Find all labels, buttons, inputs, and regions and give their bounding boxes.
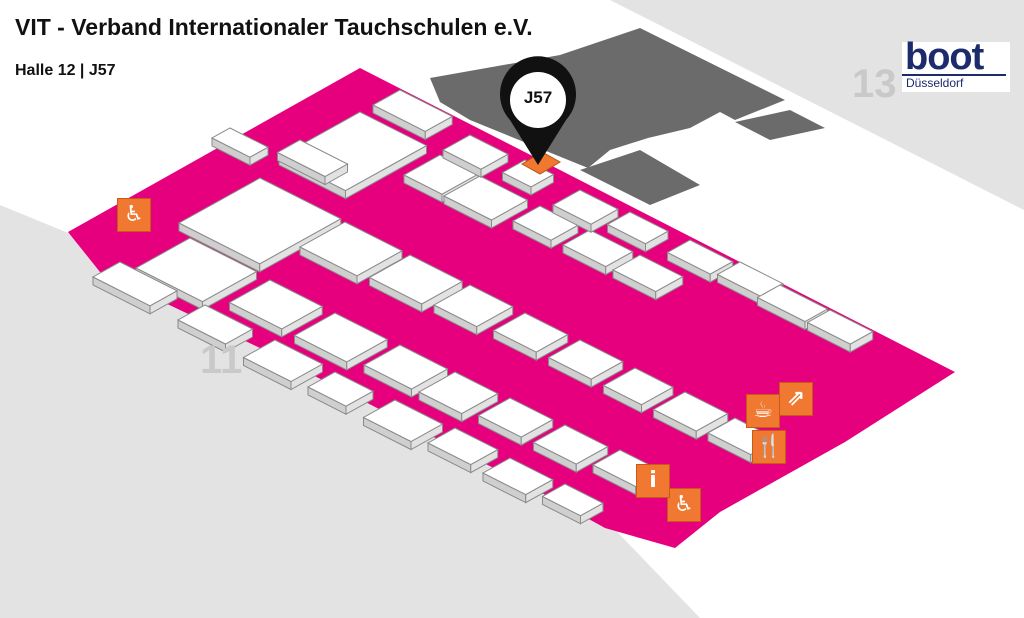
booth[interactable] [91,261,179,307]
booth[interactable] [492,312,569,353]
booth-marker[interactable]: J57 [499,64,577,168]
booth[interactable] [242,339,324,383]
booth[interactable] [426,427,499,466]
booth[interactable] [177,177,342,265]
logo-wordmark: boot [905,36,984,78]
wheelchair-icon[interactable]: ♿ [117,198,151,232]
booth[interactable] [477,397,554,438]
booths [91,89,874,525]
hall-13-label: 13 [852,62,897,106]
booth[interactable] [362,399,444,443]
booth[interactable] [652,391,729,432]
booth[interactable] [176,304,254,345]
info-icon[interactable]: i [636,464,670,498]
escalator-icon[interactable]: ⇗ [779,382,813,416]
booth[interactable] [228,279,324,330]
wheelchair-icon[interactable]: ♿ [667,488,701,522]
booth[interactable] [541,483,605,517]
booth[interactable] [134,237,258,303]
booth[interactable] [481,457,554,496]
booth[interactable] [293,312,389,363]
booth[interactable] [551,189,620,225]
booth[interactable] [298,221,404,277]
booth[interactable] [442,175,529,221]
booth[interactable] [432,284,514,328]
booth[interactable] [606,211,670,245]
booth[interactable] [602,367,675,406]
logo-city: Düsseldorf [906,76,964,90]
pin-inner [510,72,566,128]
booth[interactable] [276,139,349,178]
booth[interactable] [371,89,454,132]
booth[interactable] [666,239,734,275]
booth[interactable] [306,371,375,407]
boot-logo: boot Düsseldorf [902,36,1010,92]
booth[interactable] [417,371,499,415]
booth[interactable] [561,229,634,268]
booth[interactable] [806,309,874,345]
booth[interactable] [441,134,510,170]
coffee-icon[interactable]: ☕ [746,394,780,428]
cutlery-icon[interactable]: 🍴 [752,430,786,464]
booth[interactable] [756,284,829,323]
connector-walkway-stub [735,110,825,140]
booth[interactable] [547,339,624,380]
hall-11-label: 11 [200,338,243,382]
page-title: VIT - Verband Internationaler Tauchschul… [15,14,533,40]
connector-walkway-lower [580,150,700,205]
booth[interactable] [611,254,684,293]
marker-label: J57 [523,88,553,107]
logo-divider [902,74,1006,76]
booth[interactable] [532,424,609,465]
booth[interactable] [210,127,270,158]
booth[interactable] [362,344,449,390]
booth-location: Halle 12 | J57 [15,62,116,79]
booth[interactable] [368,254,464,305]
